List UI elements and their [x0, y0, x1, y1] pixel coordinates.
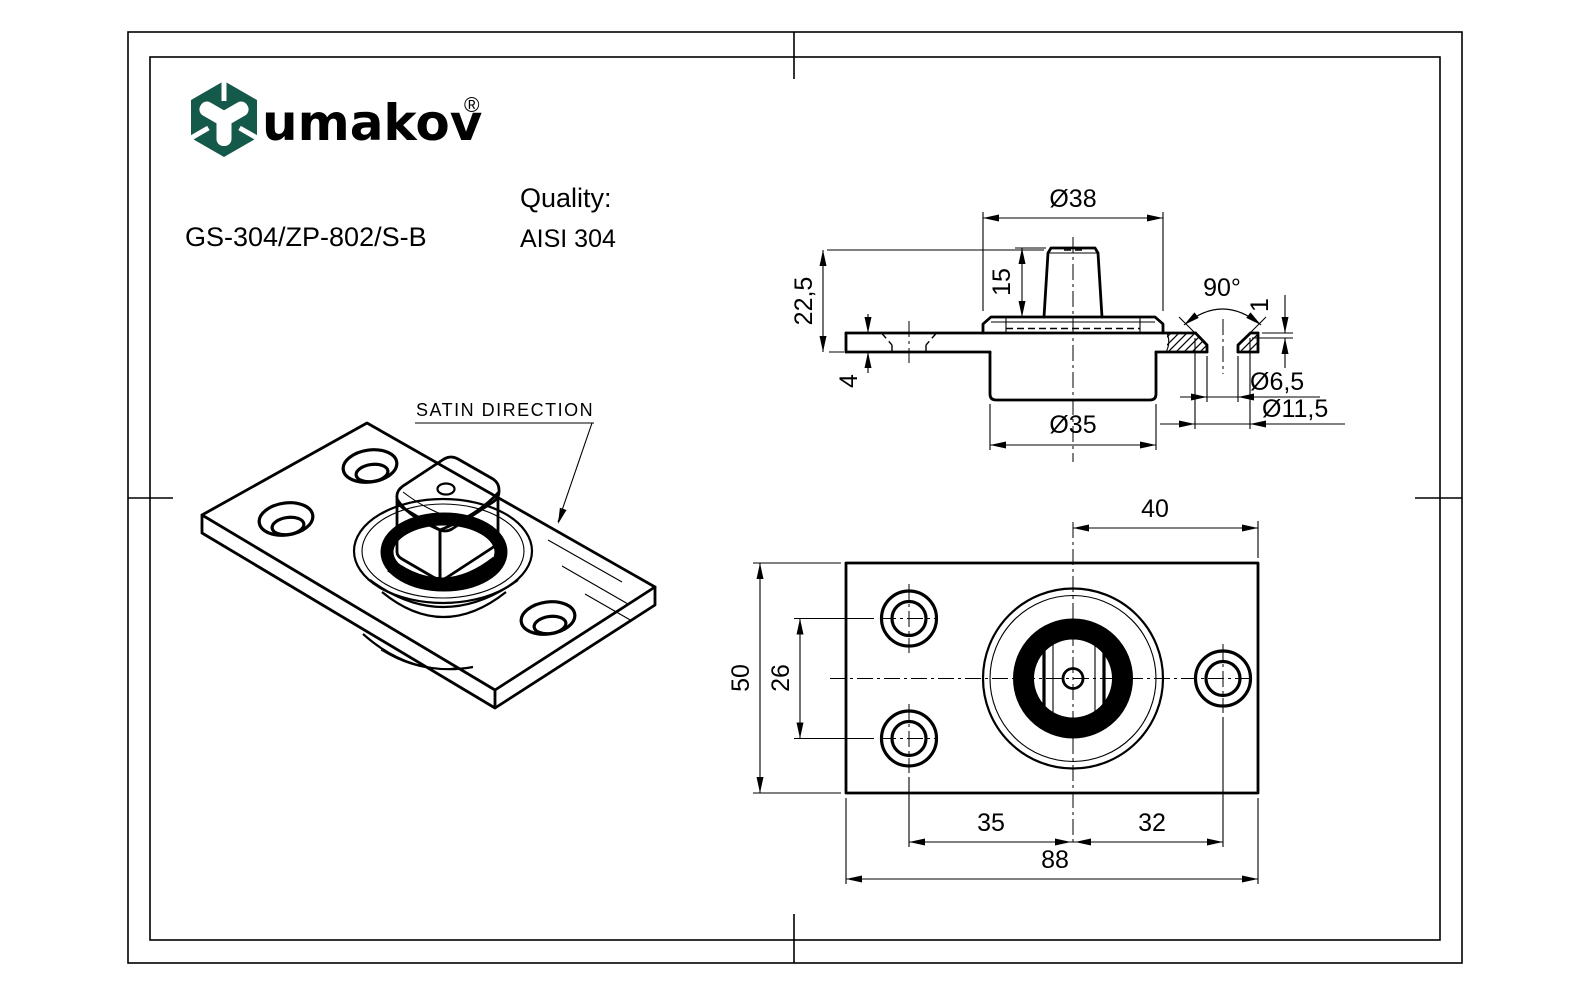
header-block: umakov ® GS-304/ZP-802/S-B Quality: AISI…: [185, 78, 616, 253]
registered-mark: ®: [464, 94, 480, 117]
dim-26: 26: [767, 617, 874, 740]
svg-text:Ø38: Ø38: [1049, 185, 1096, 213]
svg-text:4: 4: [835, 374, 863, 388]
dim-40: 40: [1073, 495, 1259, 558]
pivot-boss-top: [981, 587, 1165, 770]
svg-text:35: 35: [977, 809, 1005, 837]
svg-text:15: 15: [988, 268, 1016, 296]
pivot-center-hole: [1061, 667, 1085, 690]
dim-dia11-5: Ø11,5: [1160, 338, 1345, 429]
svg-text:32: 32: [1138, 809, 1166, 837]
svg-text:1: 1: [1246, 298, 1274, 312]
dim-dia38: Ø38: [982, 185, 1164, 311]
dim-88: 88: [845, 798, 1259, 884]
svg-text:88: 88: [1041, 846, 1069, 874]
dim-dia35: Ø35: [989, 404, 1157, 450]
svg-text:Ø6,5: Ø6,5: [1250, 368, 1304, 396]
svg-text:22,5: 22,5: [790, 277, 818, 326]
dim-50: 50: [727, 562, 841, 794]
dim-countersink-depth-1: 1: [1246, 295, 1293, 368]
dim-dia6-5: Ø6,5: [1180, 356, 1320, 402]
satin-direction-callout: SATIN DIRECTION: [415, 400, 594, 524]
section-view: Ø38 22,5 15 4 Ø35: [790, 185, 1345, 462]
iso-view: SATIN DIRECTION: [200, 400, 657, 710]
iso-boss: [352, 455, 534, 618]
sheet-frame: [127, 31, 1463, 964]
part-number: GS-304/ZP-802/S-B: [185, 222, 427, 252]
dim-35-32: 35 32: [908, 717, 1224, 847]
svg-text:40: 40: [1141, 495, 1169, 523]
svg-text:Ø11,5: Ø11,5: [1262, 395, 1328, 423]
svg-text:26: 26: [767, 664, 795, 692]
screw-holes-top: [879, 589, 1253, 768]
satin-direction-label: SATIN DIRECTION: [416, 400, 594, 420]
top-view: 40 50 26 35 32 88: [727, 495, 1260, 884]
dim-height-22-5: 22,5: [790, 249, 1044, 353]
svg-text:50: 50: [727, 664, 755, 692]
brand-text: umakov: [262, 94, 482, 152]
dim-plate-thickness-4: 4: [835, 314, 872, 388]
iso-pivot-hole: [436, 482, 456, 496]
dim-pin-height-15: 15: [988, 247, 1046, 317]
iso-countersunk-holes: [257, 448, 577, 636]
umakov-logo-icon: [187, 78, 261, 157]
quality-value: AISI 304: [520, 225, 616, 253]
quality-label: Quality:: [520, 183, 612, 213]
satin-lines: [547, 539, 633, 622]
svg-text:Ø35: Ø35: [1049, 411, 1096, 439]
svg-text:90°: 90°: [1203, 274, 1241, 302]
dim-countersink-angle: 90°: [1178, 274, 1267, 346]
